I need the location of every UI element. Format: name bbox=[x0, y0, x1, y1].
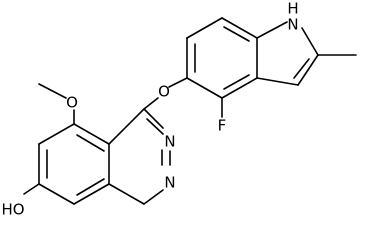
bond bbox=[23, 183, 40, 195]
bond bbox=[143, 97, 159, 110]
bond bbox=[143, 108, 164, 129]
bond bbox=[38, 83, 67, 99]
pyrimidine-ring bbox=[108, 108, 171, 205]
bond bbox=[73, 183, 110, 205]
indole-benzene-ring bbox=[186, 17, 258, 99]
atom-label-hydroxy: HO bbox=[1, 201, 24, 219]
bond bbox=[186, 77, 223, 99]
structure-drawing: H N O F O N N HO bbox=[1, 0, 357, 219]
bond bbox=[256, 77, 299, 86]
bond bbox=[168, 77, 188, 88]
bond bbox=[143, 189, 164, 205]
bond bbox=[221, 17, 258, 39]
bond bbox=[108, 108, 145, 145]
double-bond-inner bbox=[76, 134, 105, 152]
atom-label-pyrimidine-n-top: N bbox=[164, 133, 175, 151]
atom-label-nh-h: H bbox=[287, 0, 298, 18]
atom-label-ether-o: O bbox=[158, 83, 170, 101]
double-bond-inner bbox=[223, 26, 250, 42]
bond bbox=[73, 123, 110, 145]
bond bbox=[38, 123, 75, 145]
double-bond-inner bbox=[76, 178, 105, 196]
atom-label-fluorine: F bbox=[218, 117, 227, 135]
bond bbox=[297, 54, 319, 86]
bond bbox=[108, 183, 145, 205]
atom-label-pyrimidine-n-bottom: N bbox=[164, 174, 175, 192]
bond bbox=[221, 77, 258, 99]
double-bond-inner bbox=[223, 74, 250, 90]
double-bond-inner bbox=[293, 58, 310, 79]
bond bbox=[301, 27, 319, 56]
bond bbox=[186, 17, 223, 39]
atom-label-methoxy-o: O bbox=[66, 94, 78, 112]
bond bbox=[256, 21, 288, 39]
indole-pyrrole-ring bbox=[256, 21, 357, 86]
double-bond-inner bbox=[146, 118, 164, 135]
quinazoline-benzene-ring bbox=[38, 123, 110, 205]
atom-label-indole-n: N bbox=[287, 16, 298, 34]
molecule-diagram: H N O F O N N HO bbox=[1, 0, 357, 219]
bond bbox=[38, 183, 75, 205]
